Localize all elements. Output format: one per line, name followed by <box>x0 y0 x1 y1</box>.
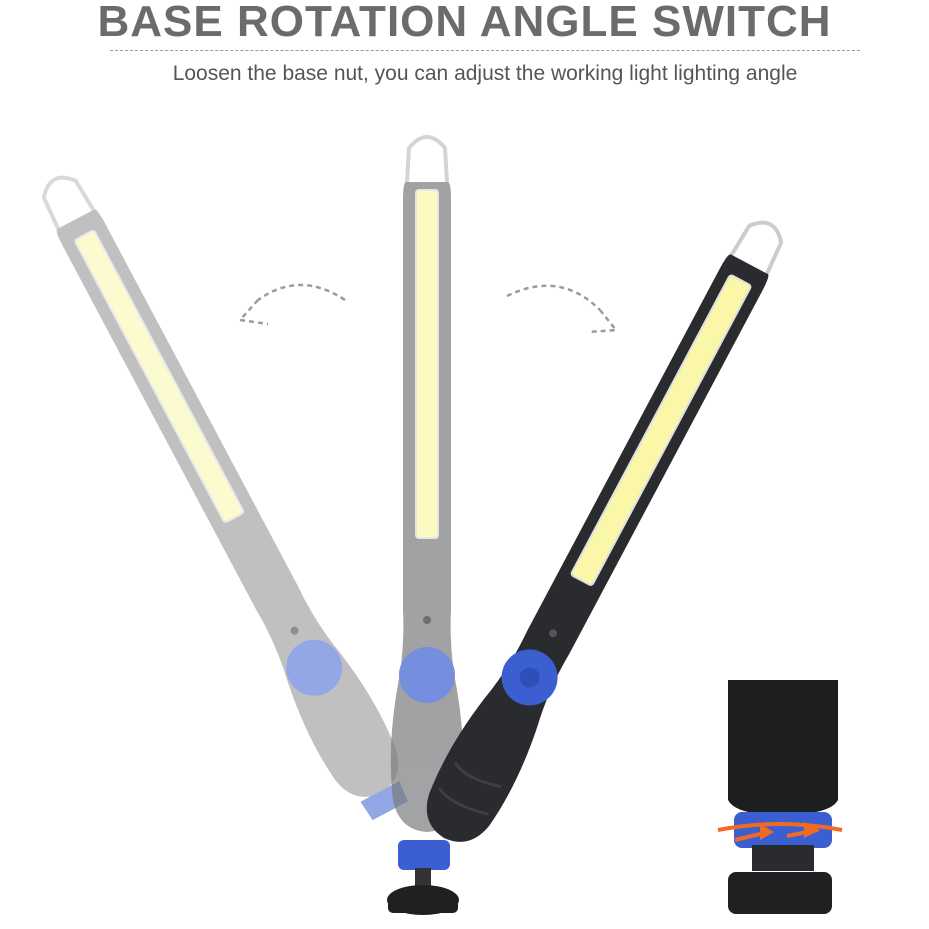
title-divider <box>110 50 860 51</box>
rotate-arrow-icon <box>717 822 843 842</box>
lamp-left-ghost <box>41 175 408 821</box>
page-subtitle: Loosen the base nut, you can adjust the … <box>172 62 798 85</box>
lamp-black-foreground <box>426 220 784 842</box>
curved-arrow-right-icon <box>506 284 619 334</box>
base-closeup <box>717 680 843 914</box>
curved-arrow-left-icon <box>237 283 346 326</box>
lamp-center-ghost <box>390 135 464 832</box>
main-base <box>387 840 459 915</box>
page-title: BASE ROTATION ANGLE SWITCH <box>97 0 832 46</box>
